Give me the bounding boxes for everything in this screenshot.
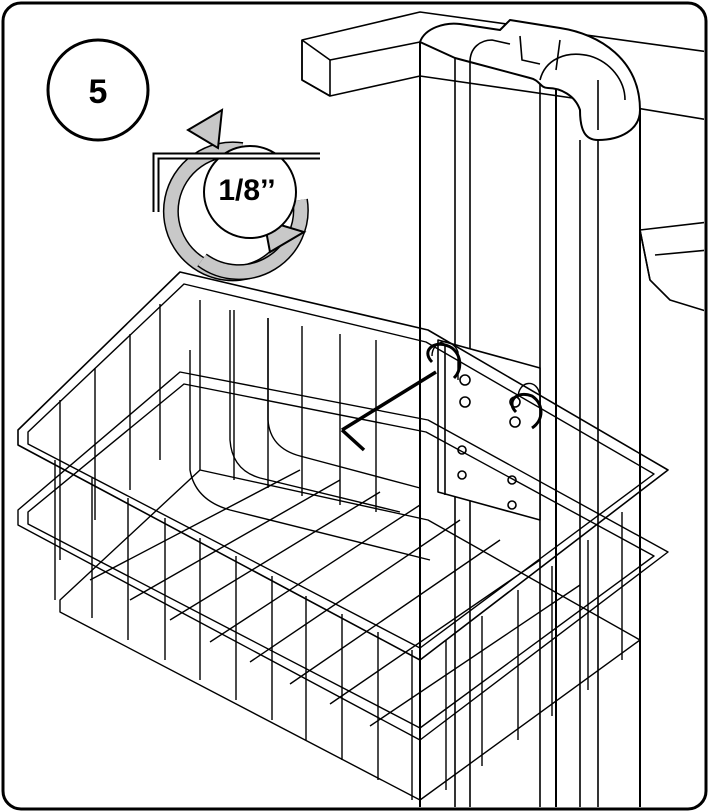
hex-key-icon xyxy=(152,152,320,212)
side-shelf xyxy=(639,221,704,313)
cart-column xyxy=(419,19,641,807)
step-number-badge: 5 xyxy=(46,38,150,142)
basket-bracket xyxy=(437,339,541,521)
step-number: 5 xyxy=(89,73,108,111)
hex-key-size-label: 1/8’’ xyxy=(218,174,275,207)
tool-callout: 1/8’’ xyxy=(152,108,320,282)
hex-key-in-use xyxy=(340,342,543,452)
wire-basket xyxy=(17,271,669,801)
